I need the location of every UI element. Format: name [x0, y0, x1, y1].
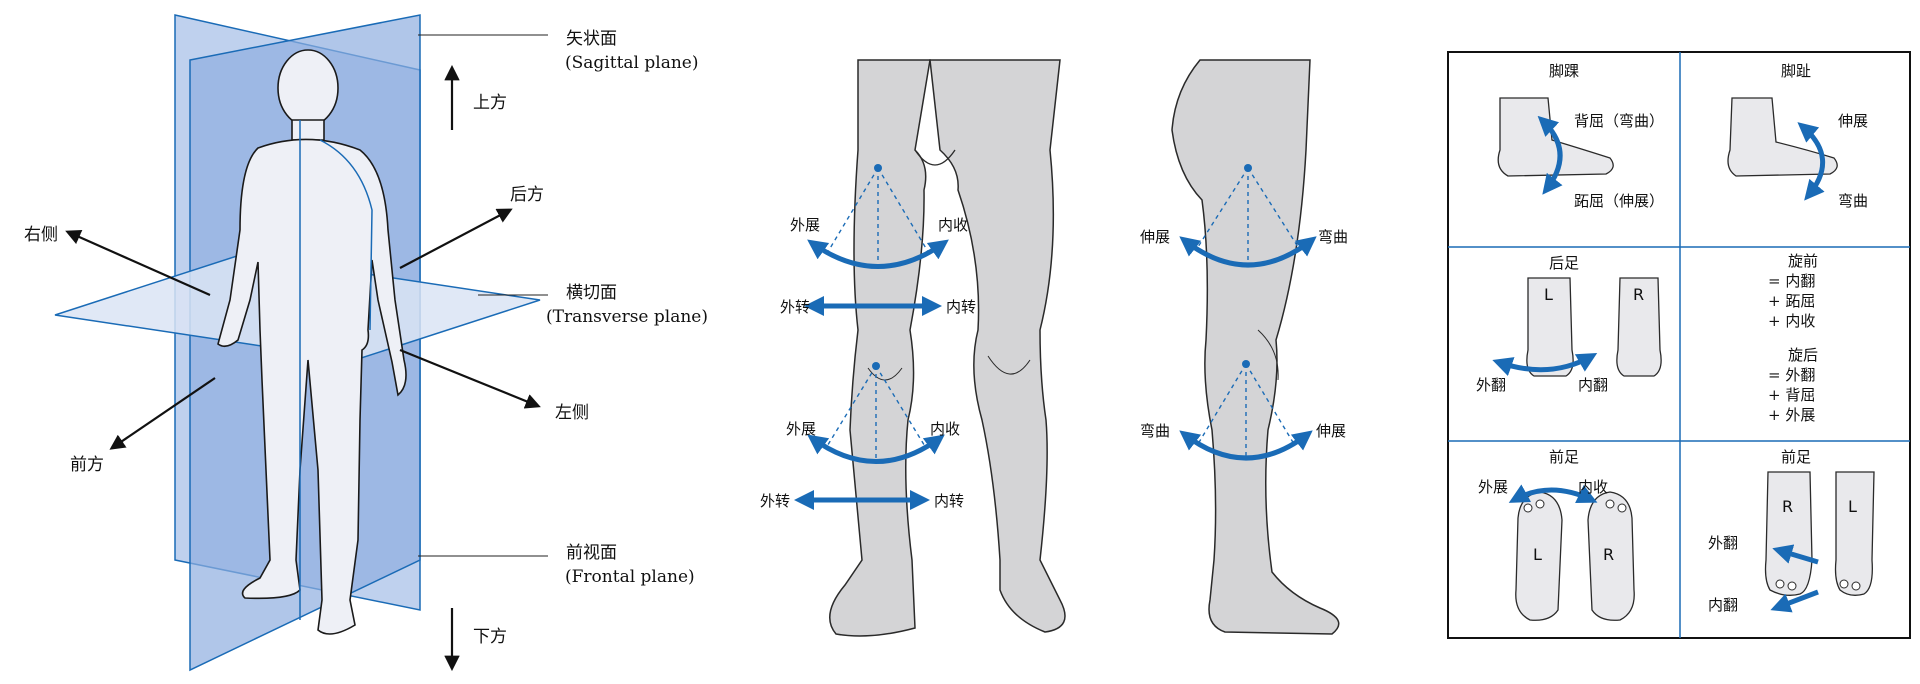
direction-back-label: 后方 [510, 185, 544, 205]
side-hip-arrow [1179, 236, 1317, 268]
direction-left-label: 左侧 [555, 403, 589, 423]
supination-line-3: + 内收 [1768, 312, 1815, 330]
hindfoot-cell: 后足 L R 外翻 内翻 [1476, 254, 1662, 394]
hip-ext-rotation-label: 外转 [780, 298, 810, 316]
forefoot-inversion-label: 内翻 [1708, 596, 1738, 614]
hindfoot-arrow [1492, 353, 1598, 377]
transverse-label-en: (Transverse plane) [546, 307, 708, 327]
sagittal-label-en: (Sagittal plane) [565, 53, 698, 73]
arrow-right-side [65, 229, 211, 297]
transverse-label-cn: 横切面 [566, 283, 617, 303]
sagittal-label-cn: 矢状面 [566, 29, 617, 49]
side-leg-panel: 伸展 弯曲 弯曲 伸展 [1140, 59, 1348, 635]
forefoot-cell-right: 前足 R L 外翻 内翻 [1708, 448, 1875, 614]
ankle-arrow [1537, 115, 1563, 195]
toes-cell: 脚趾 伸展 弯曲 [1727, 62, 1868, 210]
forefoot-eversion-label: 外翻 [1708, 534, 1738, 552]
forefoot-left-arrow [1508, 484, 1598, 504]
ankle-cell: 脚踝 背屈（弯曲） 跖屈（伸展） [1497, 62, 1664, 210]
human-body [217, 49, 407, 635]
pronation-title: 旋后 [1788, 346, 1818, 364]
forefoot-adduction-label: 内收 [1578, 478, 1608, 496]
hip-adduction-label: 内收 [938, 216, 968, 234]
supination-line-1: = 内翻 [1768, 272, 1815, 290]
knee-adduction-label: 内收 [930, 420, 960, 438]
body-planes-panel: 矢状面 (Sagittal plane) 横切面 (Transverse pla… [24, 14, 708, 672]
forefoot-right-arrow-upper [1772, 544, 1819, 565]
pronation-line-3: + 外展 [1768, 406, 1815, 424]
side-hip-flexion-label: 弯曲 [1318, 228, 1348, 246]
knee-int-rotation-label: 内转 [934, 492, 964, 510]
foot-grid-panel: 脚踝 背屈（弯曲） 跖屈（伸展） 脚趾 伸展 弯曲 后足 L R 外翻 内翻 [1447, 51, 1911, 639]
toes-title: 脚趾 [1781, 62, 1811, 80]
arrow-left-side [399, 348, 541, 409]
ankle-plantarflexion-label: 跖屈（伸展） [1574, 192, 1664, 210]
hindfoot-inversion-label: 内翻 [1578, 376, 1608, 394]
arrow-back [399, 208, 513, 269]
hindfoot-title: 后足 [1549, 254, 1579, 272]
hip-ab-adduction-arrow [807, 239, 949, 269]
frontal-label-cn: 前视面 [566, 543, 617, 563]
knee-ext-rotation-label: 外转 [760, 492, 790, 510]
forefoot-right-title: 前足 [1781, 448, 1811, 466]
ankle-title: 脚踝 [1549, 62, 1579, 80]
arrow-front [109, 377, 216, 450]
hindfoot-eversion-label: 外翻 [1476, 376, 1506, 394]
toes-flexion-label: 弯曲 [1838, 192, 1868, 210]
supination-title: 旋前 [1788, 252, 1818, 270]
side-knee-arrow [1179, 430, 1313, 461]
pronation-line-1: = 外翻 [1768, 366, 1815, 384]
pronation-supination-cell: 旋前 = 内翻 + 跖屈 + 内收 旋后 = 外翻 + 背屈 + 外展 [1768, 252, 1818, 424]
toes-extension-label: 伸展 [1838, 112, 1868, 130]
forefoot-abduction-label: 外展 [1478, 478, 1508, 496]
hindfoot-right-label: R [1633, 285, 1644, 304]
ankle-dorsiflexion-label: 背屈（弯曲） [1574, 112, 1664, 130]
toes-arrow [1797, 122, 1825, 201]
supination-line-2: + 跖屈 [1768, 292, 1815, 310]
hip-abduction-label: 外展 [790, 216, 820, 234]
frontal-label-en: (Frontal plane) [565, 567, 695, 587]
front-leg-panel: 外展 内收 外转 内转 外展 内收 外转 内转 [760, 59, 1066, 637]
direction-right-label: 右侧 [24, 225, 58, 245]
hip-int-rotation-label: 内转 [946, 298, 976, 316]
pronation-line-2: + 背屈 [1768, 386, 1815, 404]
forefoot-left-r-label: R [1603, 545, 1614, 564]
hindfoot-left-label: L [1544, 285, 1553, 304]
forefoot-right-arrow-lower [1770, 589, 1819, 613]
side-knee-flexion-label: 弯曲 [1140, 422, 1170, 440]
forefoot-right-r-label: R [1782, 497, 1793, 516]
forefoot-right-l-label: L [1848, 497, 1857, 516]
direction-down-label: 下方 [473, 627, 507, 647]
knee-abduction-label: 外展 [786, 420, 816, 438]
direction-front-label: 前方 [70, 455, 104, 475]
side-hip-extension-label: 伸展 [1140, 228, 1170, 246]
forefoot-cell-left: 前足 L R 外展 内收 [1478, 448, 1635, 621]
forefoot-left-title: 前足 [1549, 448, 1579, 466]
forefoot-left-l-label: L [1533, 545, 1542, 564]
side-knee-extension-label: 伸展 [1316, 422, 1346, 440]
knee-ab-adduction-arrow [807, 434, 945, 464]
direction-up-label: 上方 [473, 93, 507, 113]
